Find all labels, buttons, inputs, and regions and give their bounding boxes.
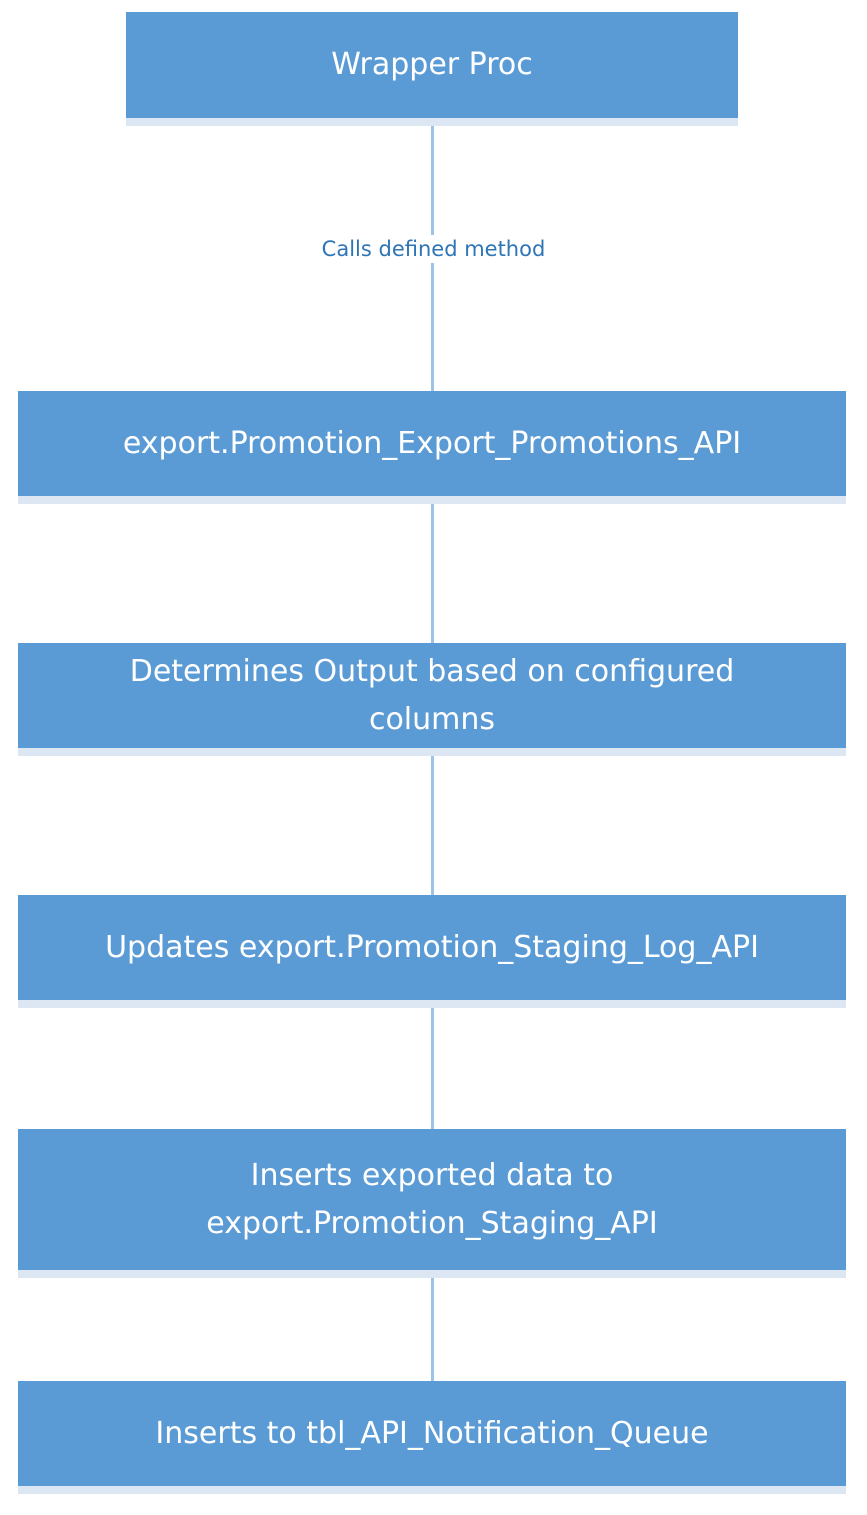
connector-updates-to-inserts-staging	[431, 1000, 434, 1130]
node-updates-staging-log: Updates export.Promotion_Staging_Log_API	[18, 895, 846, 1000]
node-wrapper-proc: Wrapper Proc	[126, 12, 738, 118]
connector-inserts-staging-to-queue	[431, 1270, 434, 1382]
node-label: Determines Output based on configured co…	[129, 653, 735, 737]
node-inserts-staging-api: Inserts exported data to export.Promotio…	[18, 1129, 846, 1270]
node-label: Updates export.Promotion_Staging_Log_API	[105, 929, 759, 965]
node-export-promotions-api: export.Promotion_Export_Promotions_API	[18, 391, 846, 496]
node-inserts-notification-queue: Inserts to tbl_API_Notification_Queue	[18, 1381, 846, 1486]
node-label: export.Promotion_Export_Promotions_API	[122, 425, 742, 461]
node-label: Inserts to tbl_API_Notification_Queue	[155, 1415, 709, 1451]
edge-label-calls-defined-method: Calls defined method	[0, 235, 867, 263]
node-label: Wrapper Proc	[331, 47, 533, 82]
node-determines-output: Determines Output based on configured co…	[18, 643, 846, 748]
connector-export-api-to-determines	[431, 496, 434, 644]
edge-label-text: Calls defined method	[313, 235, 554, 263]
connector-determines-to-updates	[431, 748, 434, 896]
node-label: Inserts exported data to export.Promotio…	[206, 1157, 658, 1241]
